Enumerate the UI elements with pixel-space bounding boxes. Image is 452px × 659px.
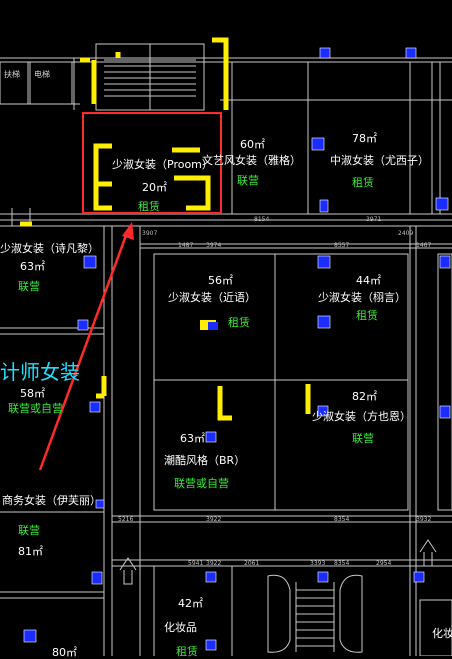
- unit-44-name: 少淑女装（栩言）: [318, 291, 406, 304]
- unit-63a-name: 少淑女装（诗凡黎）: [0, 242, 99, 255]
- unit-63a-area: 63㎡: [20, 260, 45, 273]
- red-arrow: [38, 222, 134, 471]
- wall-lines: [0, 43, 452, 656]
- unit-63a-mode: 联营: [18, 280, 40, 293]
- dim-label: 3393: [310, 560, 326, 567]
- sign-escalator: 扶梯: [4, 70, 20, 79]
- dim-label: 3932: [416, 516, 432, 523]
- selected-unit-mode: 租赁: [138, 200, 160, 213]
- selected-unit-highlight[interactable]: [82, 112, 222, 214]
- blue-markers: [23, 47, 451, 651]
- unit-60-name: 文艺风女装（雅格）: [202, 154, 301, 167]
- unit-60-area: 60㎡: [240, 138, 265, 151]
- unit-56-area: 56㎡: [208, 274, 233, 287]
- dim-label: 3922: [206, 516, 222, 523]
- dim-label: 2954: [376, 560, 392, 567]
- unit-78-area: 78㎡: [352, 132, 377, 145]
- dim-label: 3907: [142, 230, 158, 237]
- unit-78-name: 中淑女装（尤西子）: [330, 154, 429, 167]
- business-unit-mode: 联营: [18, 524, 40, 537]
- dim-label: 2409: [398, 230, 414, 237]
- dim-label: 5941: [188, 560, 204, 567]
- designer-unit-name: 计师女装: [0, 360, 80, 384]
- cosmetics-right-name: 化妆: [432, 627, 452, 640]
- unit-56-mode: 租赁: [228, 316, 250, 329]
- dim-label: 3971: [366, 216, 382, 223]
- dim-label: 1487: [178, 242, 194, 249]
- unit-60-mode: 联营: [237, 174, 259, 187]
- dim-label: 3974: [206, 242, 222, 249]
- dim-label: 1467: [416, 242, 432, 249]
- selected-unit-area: 20㎡: [142, 181, 167, 194]
- designer-unit-area: 58㎡: [20, 387, 45, 400]
- blue-marker-56: [208, 322, 218, 330]
- bottom-left-area: 80㎡: [52, 646, 77, 659]
- unit-44-mode: 租赁: [356, 309, 378, 322]
- unit-56-name: 少淑女装（近语）: [168, 291, 256, 304]
- unit-82-area: 82㎡: [352, 390, 377, 403]
- business-unit-area: 81㎡: [18, 545, 43, 558]
- unit-82-name: 少淑女装（方也恩）: [312, 410, 411, 423]
- cosmetics-unit-name: 化妆品: [164, 621, 197, 634]
- dim-label: 8557: [334, 242, 350, 249]
- cosmetics-unit-area: 42㎡: [178, 597, 203, 610]
- cosmetics-unit-mode: 租赁: [176, 645, 198, 658]
- yellow-brackets: [20, 37, 311, 421]
- unit-78-mode: 租赁: [352, 176, 374, 189]
- dim-label: 3922: [206, 560, 222, 567]
- unit-63b-area: 63㎡: [180, 432, 205, 445]
- unit-44-area: 44㎡: [356, 274, 381, 287]
- dim-label: 5216: [118, 516, 134, 523]
- selected-unit-name: 少淑女装（Proom）: [112, 158, 213, 171]
- dim-label: 2061: [244, 560, 260, 567]
- dim-label: 8354: [334, 516, 350, 523]
- unit-63b-mode: 联营或自营: [174, 477, 229, 490]
- dim-label: 8154: [254, 216, 270, 223]
- unit-63b-name: 潮酷风格（BR）: [164, 454, 246, 467]
- designer-unit-mode: 联营或自营: [8, 402, 63, 415]
- dim-label: 8354: [334, 560, 350, 567]
- business-unit-name: 商务女装（伊芙丽）: [2, 494, 101, 507]
- sign-elevator: 电梯: [34, 70, 50, 79]
- unit-82-mode: 联营: [352, 432, 374, 445]
